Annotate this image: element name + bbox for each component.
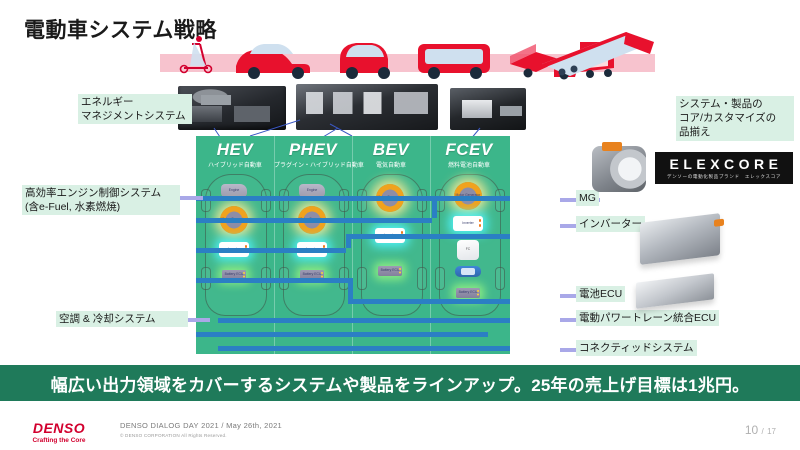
vehicle-name-jp: 燃料電池自動車 xyxy=(447,163,490,169)
label-inverter: インバーター xyxy=(576,216,645,233)
wheel xyxy=(357,267,367,290)
sedan-car-icon xyxy=(236,44,310,79)
label-energy-management-system: エネルギー マネジメントシステム xyxy=(78,94,192,125)
component-hydrogen-tank xyxy=(455,266,481,277)
busbar-connected xyxy=(218,346,510,351)
product-photo-battery-ecu xyxy=(636,273,714,309)
vehicle-abbr: HEV xyxy=(216,140,254,159)
busbar-inverter-row xyxy=(196,248,346,253)
vehicle-matrix-panel: HEV ハイブリッド自動車 Engine Motor Generator Inv… xyxy=(196,136,510,354)
module-photo-hev xyxy=(178,86,286,130)
page-title: 電動車システム戦略 xyxy=(24,19,217,42)
label-hvac-cooling-system: 空調 & 冷却システム xyxy=(56,311,188,328)
busbar-riser xyxy=(346,234,351,248)
page-separator: / xyxy=(761,427,764,436)
module-photo-bev xyxy=(450,88,526,130)
key-message-text: 幅広い出力領域をカバーするシステムや製品をラインアップ。25年の売上げ目標は1兆… xyxy=(50,375,750,395)
key-message-banner: 幅広い出力領域をカバーするシステムや製品をラインアップ。25年の売上げ目標は1兆… xyxy=(0,365,800,401)
vehicle-illustration-strip xyxy=(150,28,670,80)
denso-wordmark: DENSO xyxy=(32,420,86,436)
vehicle-abbr: PHEV xyxy=(288,140,338,159)
elexcore-logo: ELEXCORE デンソーの電動化製品ブランド エレックスコア xyxy=(655,152,793,184)
busbar-engine-row xyxy=(196,196,510,201)
page-current: 10 xyxy=(744,423,759,437)
denso-tagline: Crafting the Core xyxy=(32,437,86,444)
component-battery-ecu: Battery ECU xyxy=(456,288,480,298)
column-divider xyxy=(430,136,431,354)
busbar-hvac xyxy=(196,332,488,337)
wheel xyxy=(435,267,445,290)
microcar-icon xyxy=(340,43,390,79)
component-battery-ecu: Battery ECU xyxy=(222,270,246,280)
page-number: 10 / 17 xyxy=(745,423,776,437)
label-system-product-core-customize: システム・製品の コア/カスタマイズの 品揃え xyxy=(676,96,794,141)
label-epowertrain-integrated-ecu: 電動パワートレーン統合ECU xyxy=(576,310,720,327)
component-engine: Engine xyxy=(299,184,325,197)
kick-scooter-icon xyxy=(179,36,213,74)
label-mg: MG xyxy=(576,190,599,207)
product-photo-inverter xyxy=(640,213,720,265)
busbar-integrated-ecu xyxy=(218,318,510,323)
component-engine: Engine xyxy=(221,184,247,197)
vehicle-abbr: BEV xyxy=(372,140,410,159)
vehicle-abbr: FCEV xyxy=(445,140,493,159)
wheel xyxy=(495,267,505,290)
component-fuel-cell-stack: FC xyxy=(457,240,479,260)
minibus-icon xyxy=(418,44,490,79)
lead-hvac xyxy=(180,318,210,322)
product-photo-mg xyxy=(592,142,646,192)
busbar-ecu-row xyxy=(196,278,348,283)
busbar-riser xyxy=(432,196,437,218)
vehicle-name-jp: プラグイン・ハイブリッド自動車 xyxy=(274,163,364,169)
page-total: 17 xyxy=(767,427,776,436)
footer-event: DENSO DIALOG DAY 2021 / May 26th, 2021 xyxy=(120,421,283,430)
busbar-ecu-row-right xyxy=(348,299,510,304)
label-high-efficiency-engine-control-system: 高効率エンジン制御システム (含e-Fuel, 水素燃焼) xyxy=(22,185,180,216)
column-divider xyxy=(352,136,353,354)
trailer-truck-icon xyxy=(542,32,654,76)
footer-meta: DENSO DIALOG DAY 2021 / May 26th, 2021 ©… xyxy=(120,421,282,438)
elexcore-subtitle: デンソーの電動化製品ブランド エレックスコア xyxy=(666,174,782,179)
busbar-mg-row xyxy=(196,218,432,223)
vehicle-name-jp: 電気自動車 xyxy=(375,163,406,169)
module-photo-row xyxy=(178,84,528,132)
busbar-inverter-row-right xyxy=(346,234,510,239)
component-inverter: Inverter xyxy=(453,216,483,231)
module-photo-phev xyxy=(296,84,438,130)
elexcore-wordmark: ELEXCORE xyxy=(669,156,783,172)
column-divider xyxy=(274,136,275,354)
footer-copyright: © DENSO CORPORATION All Rights Reserved. xyxy=(120,433,227,438)
vehicle-name-jp: ハイブリッド自動車 xyxy=(208,163,262,169)
label-connected-system: コネクティッドシステム xyxy=(576,340,697,357)
label-battery-ecu: 電池ECU xyxy=(576,286,626,303)
busbar-riser xyxy=(348,278,353,304)
wheel xyxy=(417,267,427,290)
component-battery-ecu: Battery ECU xyxy=(300,270,324,280)
denso-logo: DENSO Crafting the Core xyxy=(22,420,96,444)
component-battery-ecu: Battery ECU xyxy=(378,266,402,276)
